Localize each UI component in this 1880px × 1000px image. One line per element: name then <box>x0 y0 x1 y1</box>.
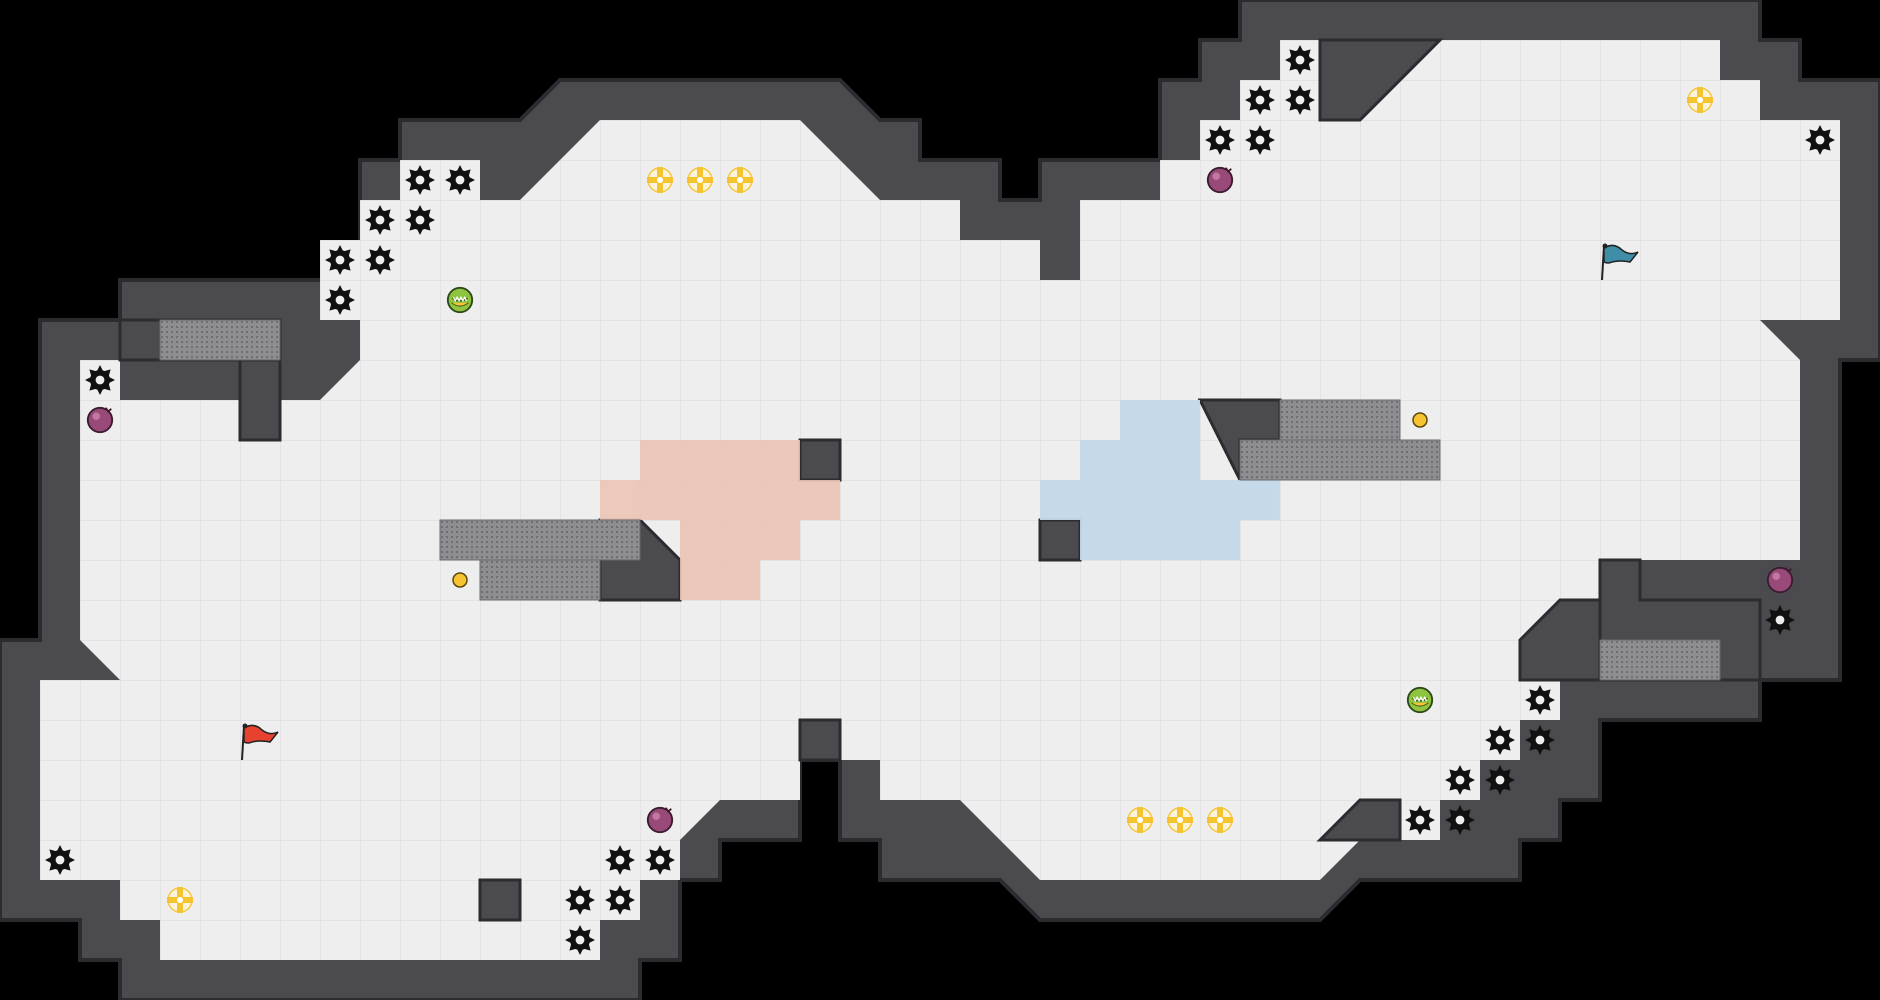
spike-icon <box>1525 685 1555 715</box>
spike-icon <box>1445 765 1475 795</box>
red-flag-icon <box>241 723 279 761</box>
spike-icon <box>45 845 75 875</box>
red-team-zone <box>600 440 840 600</box>
gate-tile <box>1279 399 1401 441</box>
blue-flag-icon <box>1601 243 1639 281</box>
spike-icon <box>1245 125 1275 155</box>
gate-tile <box>1239 439 1441 481</box>
spike-icon <box>445 165 475 195</box>
button-icon <box>1412 412 1428 428</box>
spike-icon <box>1485 725 1515 755</box>
spike-icon <box>605 885 635 915</box>
spike-icon <box>565 885 595 915</box>
spike-icon <box>1445 805 1475 835</box>
spike-icon <box>1525 725 1555 755</box>
powerup-icon <box>446 286 474 314</box>
gate-tile <box>439 519 641 561</box>
buttons <box>452 412 1428 588</box>
spike-icon <box>1285 85 1315 115</box>
button-icon <box>452 572 468 588</box>
spike-icon <box>325 245 355 275</box>
gate-tile <box>159 319 281 361</box>
spike-icon <box>1285 45 1315 75</box>
spike-icon <box>605 845 635 875</box>
spike-icon <box>1245 85 1275 115</box>
spike-icon <box>565 925 595 955</box>
bomb-icon <box>1766 566 1794 594</box>
bomb-icon <box>1206 166 1234 194</box>
map-floor <box>40 40 1840 960</box>
spike-icon <box>405 205 435 235</box>
blue-team-zone <box>1040 400 1280 560</box>
spike-icon <box>85 365 115 395</box>
spike-icon <box>1805 125 1835 155</box>
gate-tile <box>479 559 601 601</box>
gates <box>159 319 1721 681</box>
spike-icon <box>1765 605 1795 635</box>
bomb-icon <box>86 406 114 434</box>
spike-icon <box>1485 765 1515 795</box>
spike-icon <box>1405 805 1435 835</box>
spike-icon <box>365 245 395 275</box>
spike-icon <box>645 845 675 875</box>
spike-icon <box>1205 125 1235 155</box>
spike-icon <box>365 205 395 235</box>
powerup-icon <box>1406 686 1434 714</box>
gate-tile <box>1599 639 1721 681</box>
bomb-icon <box>646 806 674 834</box>
spike-icon <box>325 285 355 315</box>
spike-icon <box>405 165 435 195</box>
